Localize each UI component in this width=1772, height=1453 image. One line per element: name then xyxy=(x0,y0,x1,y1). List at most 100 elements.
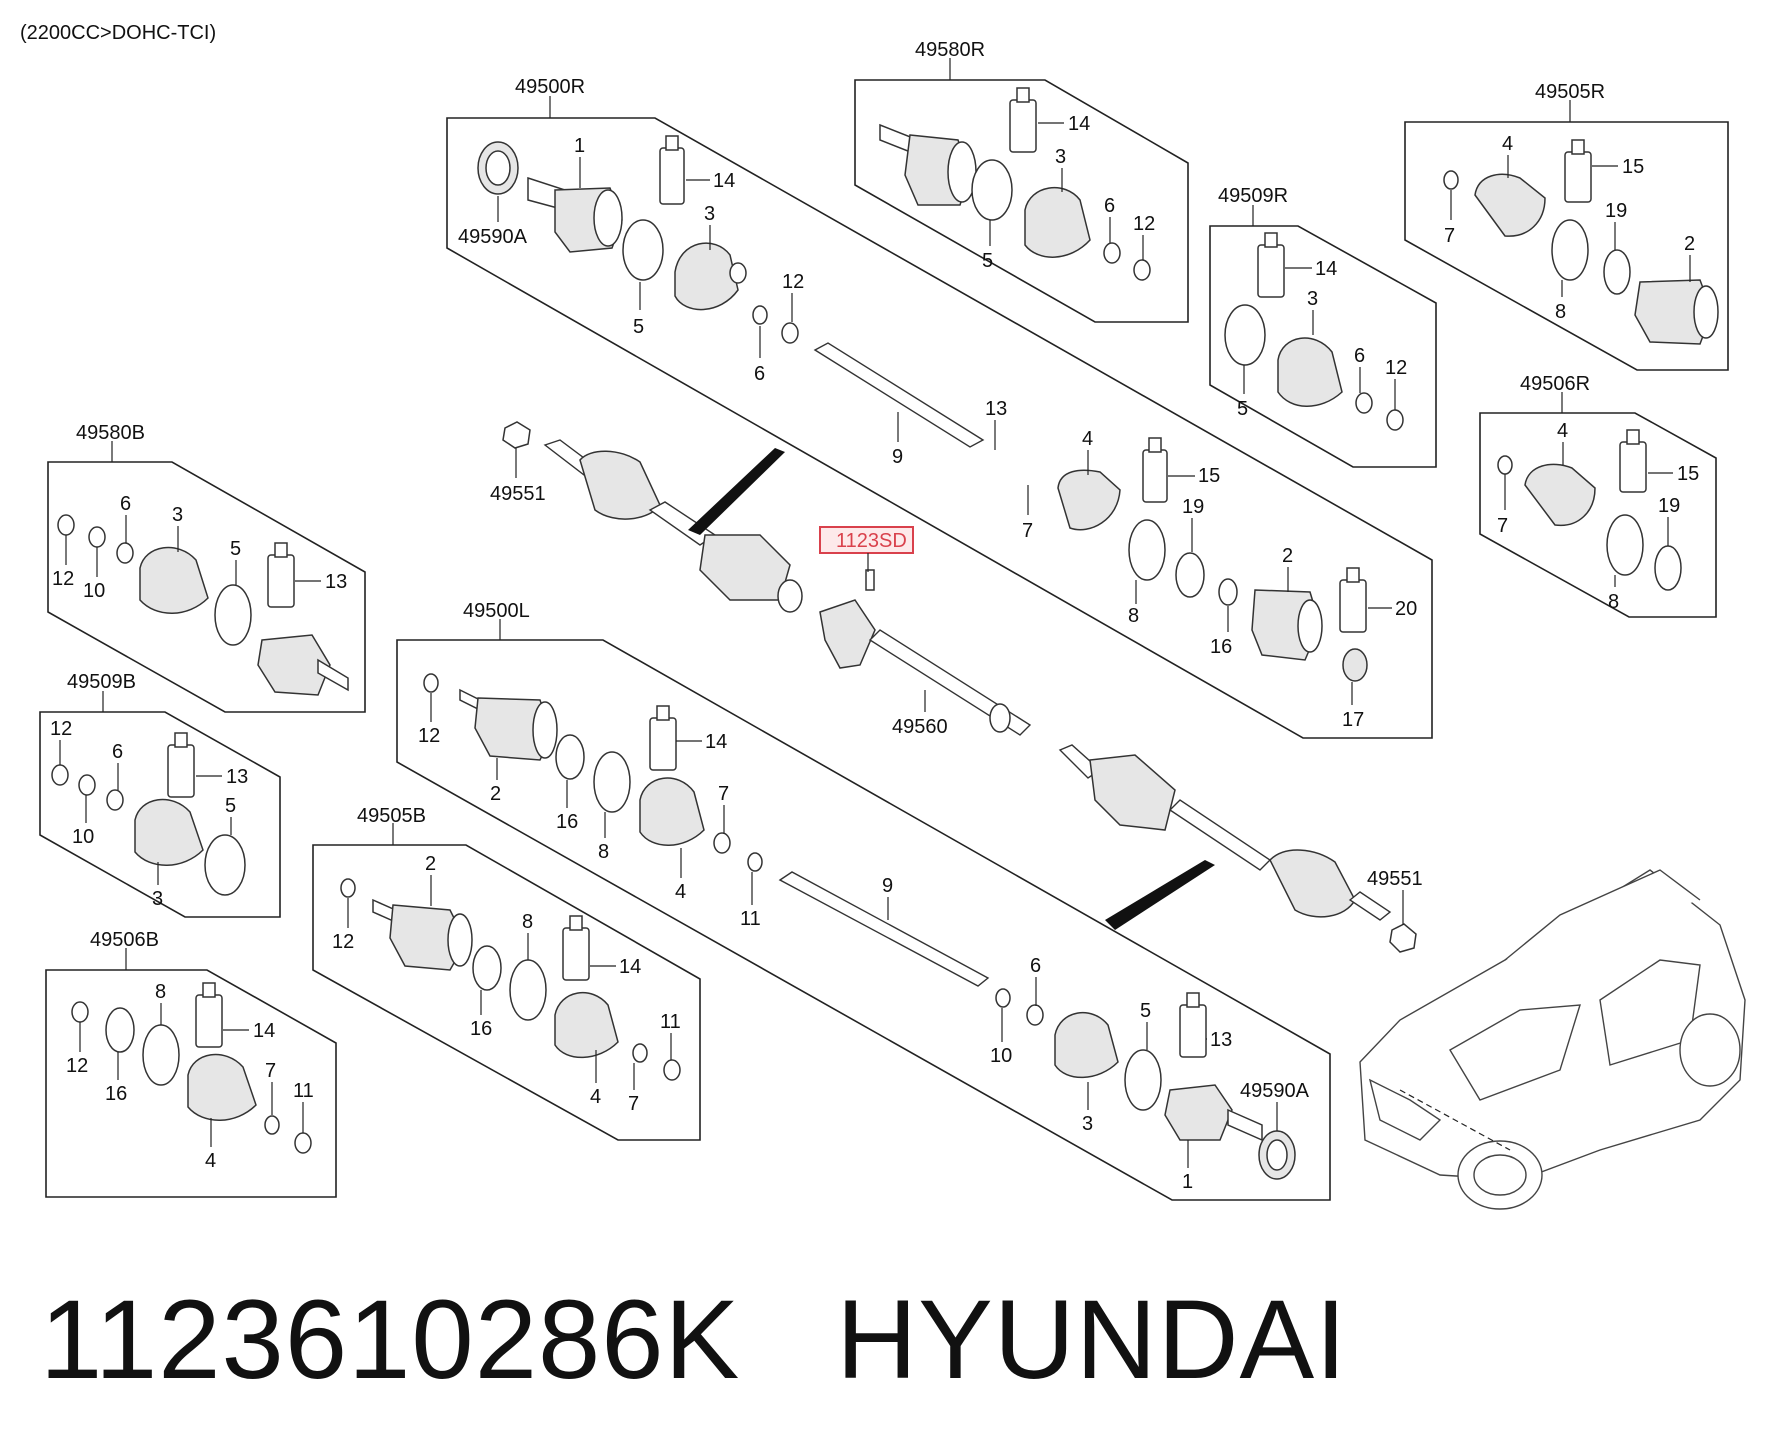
shaft-9-top xyxy=(813,342,985,448)
label-11-49500L: 11 xyxy=(740,908,761,930)
label-16-49505B: 16 xyxy=(470,1018,492,1040)
group-49580R: 49580R xyxy=(854,39,1189,323)
lock-nut-49551-top xyxy=(502,421,531,449)
label-4-49506B: 4 xyxy=(205,1150,216,1172)
outer-cv-joint-1 xyxy=(527,176,623,253)
label-7-49505B: 7 xyxy=(628,1093,639,1115)
label-14-49506B: 14 xyxy=(253,1020,275,1042)
clamps-top xyxy=(752,305,799,344)
label-11-49505B: 11 xyxy=(660,1011,681,1033)
group-label-49580B: 49580B xyxy=(76,422,145,444)
highlight-box-1123SD xyxy=(819,526,914,554)
label-5-49509B: 5 xyxy=(225,795,236,817)
label-19-49505R: 19 xyxy=(1605,200,1627,222)
group-label-49500L: 49500L xyxy=(463,600,530,622)
shaft-assembly-right xyxy=(543,439,803,613)
clamp-5-top xyxy=(622,219,664,281)
label-12-49500L: 12 xyxy=(418,725,440,747)
label-19-right: 19 xyxy=(1182,496,1204,518)
label-9-49500L: 9 xyxy=(882,875,893,897)
label-8-49505R: 8 xyxy=(1555,301,1566,323)
label-10-49500L: 10 xyxy=(990,1045,1012,1067)
label-20: 20 xyxy=(1395,598,1417,620)
label-49590A-bottom: 49590A xyxy=(1240,1080,1310,1102)
label-7-49506R: 7 xyxy=(1497,515,1508,537)
tone-ring-49590A-top xyxy=(477,141,519,195)
label-14-49500L: 14 xyxy=(705,731,727,753)
label-49551-top: 49551 xyxy=(490,483,546,505)
label-6-top: 6 xyxy=(754,363,765,385)
label-16-49506B: 16 xyxy=(105,1083,127,1105)
label-17: 17 xyxy=(1342,709,1364,731)
label-13-top: 13 xyxy=(985,398,1007,420)
label-15-49506R: 15 xyxy=(1677,463,1699,485)
label-11-49506B: 11 xyxy=(293,1080,314,1102)
label-4-49505B: 4 xyxy=(590,1086,601,1108)
label-4-49506R: 4 xyxy=(1557,420,1568,442)
label-3-49500L: 3 xyxy=(1082,1113,1093,1135)
group-label-49505R: 49505R xyxy=(1535,81,1605,103)
label-8-right: 8 xyxy=(1128,605,1139,627)
group-49506B: 49506B xyxy=(45,929,337,1198)
label-3-49509R: 3 xyxy=(1307,288,1318,310)
label-14-49505B: 14 xyxy=(619,956,641,978)
label-16-49500L: 16 xyxy=(556,811,578,833)
label-4-49505R: 4 xyxy=(1502,133,1513,155)
vehicle-illustration xyxy=(1359,869,1746,1210)
joint-kit-49500L xyxy=(423,673,1296,1180)
label-15-49505R: 15 xyxy=(1622,156,1644,178)
label-14-top: 14 xyxy=(713,170,735,192)
group-49509B: 49509B xyxy=(39,671,281,918)
label-2-49505R: 2 xyxy=(1684,233,1695,255)
label-12-49580B: 12 xyxy=(52,568,74,590)
label-8-49506R: 8 xyxy=(1608,591,1619,613)
label-12-49506B: 12 xyxy=(66,1055,88,1077)
label-7-49505R: 7 xyxy=(1444,225,1455,247)
label-7-49506B: 7 xyxy=(265,1060,276,1082)
group-label-49505B: 49505B xyxy=(357,805,426,827)
group-label-49580R: 49580R xyxy=(915,39,985,61)
label-3-top: 3 xyxy=(704,203,715,225)
label-8-49506B: 8 xyxy=(155,981,166,1003)
boot-kit-49506R xyxy=(1497,429,1682,591)
part-number: 1123610286K xyxy=(40,1277,741,1402)
joint-49505R xyxy=(1443,139,1719,345)
label-5-49580R: 5 xyxy=(982,250,993,272)
label-7-49500L: 7 xyxy=(718,783,729,805)
housing-2-right xyxy=(1251,589,1323,661)
label-1123SD-highlight: 1123SD xyxy=(836,530,907,552)
boot-kit-49509R xyxy=(1224,232,1404,431)
group-49506R: 49506R xyxy=(1479,373,1717,618)
group-label-49506R: 49506R xyxy=(1520,373,1590,395)
label-1-top: 1 xyxy=(574,135,585,157)
group-49505B: 49505B xyxy=(312,805,701,1141)
label-15-right: 15 xyxy=(1198,465,1220,487)
label-13-49580B: 13 xyxy=(325,571,347,593)
label-5-49500L: 5 xyxy=(1140,1000,1151,1022)
group-label-49509B: 49509B xyxy=(67,671,136,693)
label-12-49505B: 12 xyxy=(332,931,354,953)
boot-kit-49506B xyxy=(71,982,312,1154)
label-10-49580B: 10 xyxy=(83,580,105,602)
label-6-49500L: 6 xyxy=(1030,955,1041,977)
label-2-49500L: 2 xyxy=(490,783,501,805)
boot-kit-49509B xyxy=(51,732,246,896)
grease-20 xyxy=(1339,567,1367,633)
brand-name: HYUNDAI xyxy=(836,1277,1348,1402)
label-19-49506R: 19 xyxy=(1658,495,1680,517)
engine-spec-note: (2200CC>DOHC-TCI) xyxy=(20,22,217,44)
rings-8-19-right xyxy=(1128,519,1205,598)
label-13-49500L: 13 xyxy=(1210,1029,1232,1051)
label-8-49505B: 8 xyxy=(522,911,533,933)
label-12-49509R: 12 xyxy=(1385,357,1407,379)
joint-kit-49580B xyxy=(57,514,349,696)
label-49551-bottom: 49551 xyxy=(1367,868,1423,890)
label-8-49500L: 8 xyxy=(598,841,609,863)
label-12-49580R: 12 xyxy=(1133,213,1155,235)
label-14-49580R: 14 xyxy=(1068,113,1090,135)
intermediate-shaft-49560 xyxy=(819,569,1032,736)
group-49509R: 49509R xyxy=(1209,185,1437,468)
label-3-49580R: 3 xyxy=(1055,146,1066,168)
grease-15-right xyxy=(1142,437,1168,503)
label-5-49509R: 5 xyxy=(1237,398,1248,420)
